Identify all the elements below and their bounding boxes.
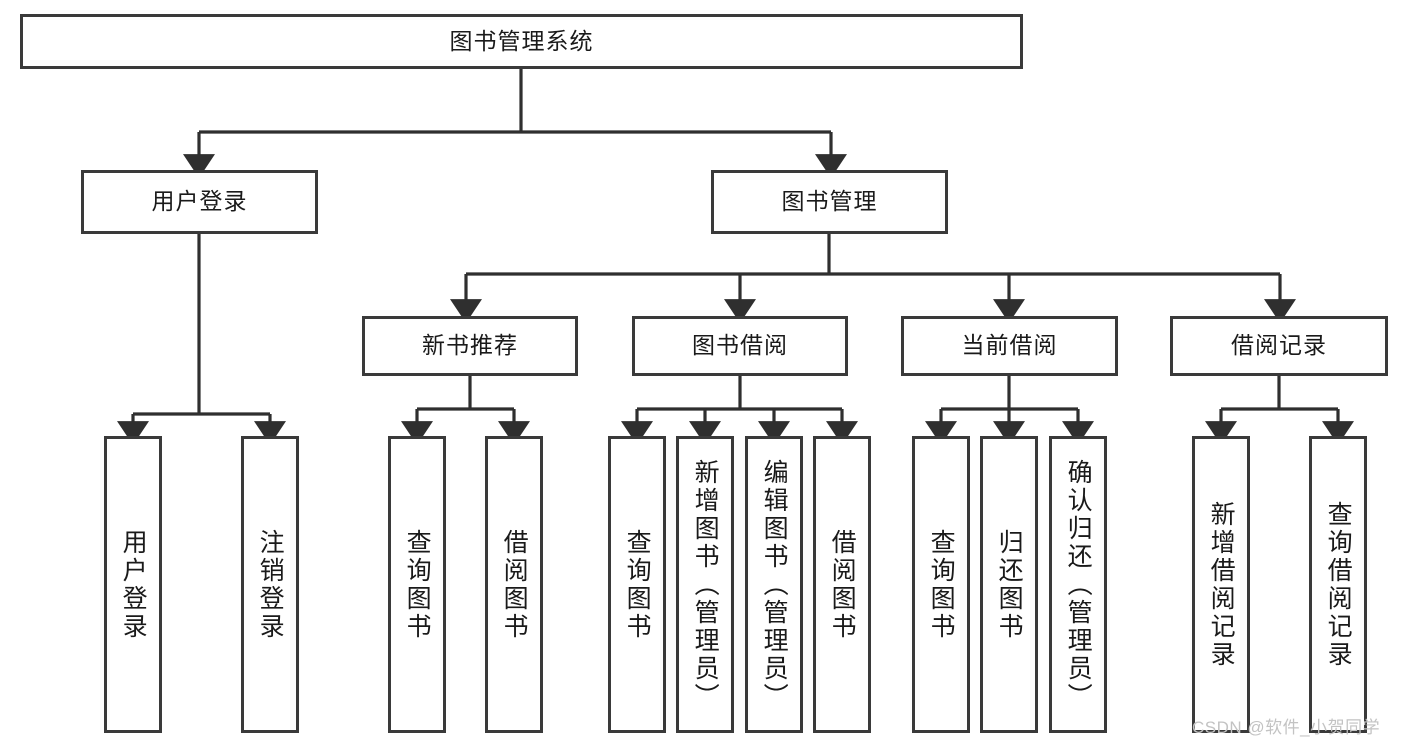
node-label: 图书借阅 (692, 332, 788, 359)
leaf-user-login-logout[interactable]: 注销登录 (241, 436, 299, 733)
leaf-label: 借阅图书 (828, 528, 857, 641)
leaf-label: 归还图书 (995, 528, 1024, 641)
leaf-book-borrow-edit[interactable]: 编辑图书（管理员） (745, 436, 803, 733)
node-current-borrow[interactable]: 当前借阅 (901, 316, 1118, 376)
node-label: 图书管理 (781, 188, 878, 215)
leaf-label: 确认归还（管理员） (1064, 458, 1093, 711)
leaf-label: 借阅图书 (500, 528, 529, 641)
leaf-label: 查询借阅记录 (1324, 500, 1353, 669)
leaf-label: 注销登录 (256, 528, 285, 641)
node-book-management[interactable]: 图书管理 (711, 170, 948, 234)
leaf-label: 用户登录 (119, 528, 148, 641)
leaf-current-borrow-return[interactable]: 归还图书 (980, 436, 1038, 733)
leaf-book-borrow-add[interactable]: 新增图书（管理员） (676, 436, 734, 733)
leaf-book-borrow-query[interactable]: 查询图书 (608, 436, 666, 733)
leaf-new-book-query[interactable]: 查询图书 (388, 436, 446, 733)
node-root-system[interactable]: 图书管理系统 (20, 14, 1023, 69)
node-label: 当前借阅 (961, 332, 1058, 359)
leaf-label: 查询图书 (623, 528, 652, 641)
leaf-label: 新增借阅记录 (1207, 500, 1236, 669)
leaf-book-borrow-borrow[interactable]: 借阅图书 (813, 436, 871, 733)
leaf-current-borrow-confirm[interactable]: 确认归还（管理员） (1049, 436, 1107, 733)
leaf-new-book-borrow[interactable]: 借阅图书 (485, 436, 543, 733)
leaf-current-borrow-query[interactable]: 查询图书 (912, 436, 970, 733)
leaf-label: 编辑图书（管理员） (760, 458, 789, 711)
leaf-label: 查询图书 (403, 528, 432, 641)
node-borrow-record[interactable]: 借阅记录 (1170, 316, 1388, 376)
node-label: 用户登录 (151, 188, 248, 215)
leaf-label: 新增图书（管理员） (691, 458, 720, 711)
node-label: 借阅记录 (1231, 332, 1327, 359)
node-book-borrow[interactable]: 图书借阅 (632, 316, 848, 376)
node-label: 图书管理系统 (449, 27, 594, 54)
node-user-login[interactable]: 用户登录 (81, 170, 318, 234)
leaf-label: 查询图书 (927, 528, 956, 641)
node-new-book-recommend[interactable]: 新书推荐 (362, 316, 578, 376)
leaf-borrow-record-add[interactable]: 新增借阅记录 (1192, 436, 1250, 733)
leaf-borrow-record-query[interactable]: 查询借阅记录 (1309, 436, 1367, 733)
leaf-user-login-login[interactable]: 用户登录 (104, 436, 162, 733)
node-label: 新书推荐 (422, 332, 518, 359)
